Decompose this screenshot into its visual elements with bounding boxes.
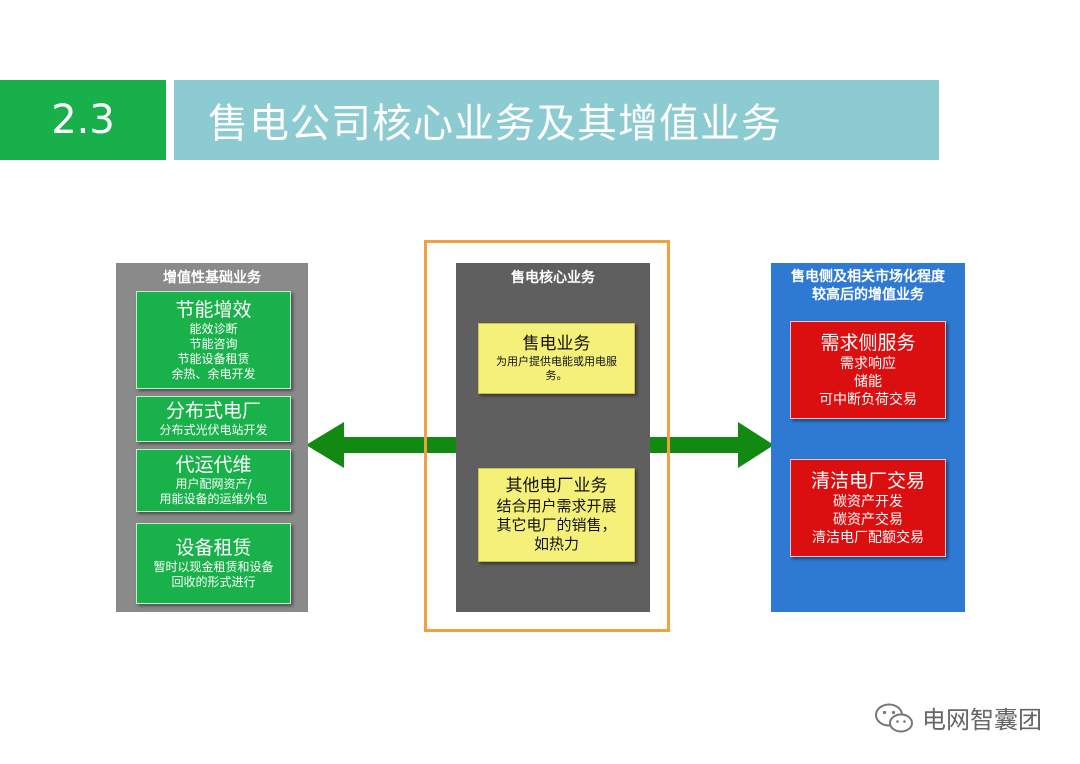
panel-title-line: 售电侧及相关市场化程度 (791, 269, 945, 285)
box-title: 售电业务 (522, 334, 591, 354)
box-title: 节能增效 (175, 298, 252, 321)
core-highlight-frame (424, 240, 670, 632)
panel-title-line: 较高后的增值业务 (812, 287, 924, 303)
box-line: 碳资产开发 (833, 493, 903, 510)
box-line: 暂时以现金租赁和设备 (153, 560, 274, 574)
box-line: 回收的形式进行 (171, 575, 256, 589)
om-outsourcing-box: 代运代维 用户配网资产/ 用能设备的运维外包 (136, 449, 291, 512)
box-line: 用户配网资产/ (175, 477, 252, 491)
right-arrow (640, 422, 774, 468)
watermark: 电网智囊团 (874, 700, 1042, 735)
panel-title: 售电侧及相关市场化程度 较高后的增值业务 (771, 268, 965, 304)
box-line: 需求响应 (840, 355, 896, 372)
watermark-text: 电网智囊团 (922, 706, 1042, 734)
distributed-plant-box: 分布式电厂 分布式光伏电站开发 (136, 396, 291, 442)
wechat-icon (875, 703, 913, 732)
box-line: 清洁电厂配额交易 (812, 529, 924, 546)
panel-title: 增值性基础业务 (163, 270, 261, 286)
box-title: 代运代维 (175, 454, 252, 476)
demand-side-service-box: 需求侧服务 需求响应 储能 可中断负荷交易 (790, 321, 946, 419)
value-added-basic-panel: 增值性基础业务 节能增效 能效诊断 节能咨询 节能设备租赁 余热、余电开发 分布… (116, 263, 308, 612)
core-business-panel: 售电核心业务 售电业务 为用户提供电能或用电服 务。 其他电厂业务 结合用户需求… (456, 263, 650, 612)
box-line: 碳资产交易 (833, 511, 903, 528)
box-line: 储能 (854, 373, 882, 390)
box-line: 如热力 (533, 535, 579, 553)
box-line: 为用户提供电能或用电服 (496, 355, 617, 368)
box-title: 分布式电厂 (165, 400, 261, 422)
box-title: 设备租赁 (175, 537, 252, 559)
slide-title: 售电公司核心业务及其增值业务 (174, 80, 939, 160)
box-line: 可中断负荷交易 (819, 391, 917, 408)
electricity-sales-box: 售电业务 为用户提供电能或用电服 务。 (478, 323, 635, 394)
box-line: 余热、余电开发 (171, 366, 256, 381)
box-line: 用能设备的运维外包 (159, 492, 268, 506)
box-line: 分布式光伏电站开发 (159, 423, 268, 437)
box-title: 其他电厂业务 (505, 476, 608, 496)
clean-plant-trading-box: 清洁电厂交易 碳资产开发 碳资产交易 清洁电厂配额交易 (790, 459, 946, 557)
box-title: 需求侧服务 (820, 331, 916, 354)
market-value-added-panel: 售电侧及相关市场化程度 较高后的增值业务 需求侧服务 需求响应 储能 可中断负荷… (771, 263, 965, 612)
box-line: 能效诊断 (189, 321, 238, 336)
box-line: 节能咨询 (189, 336, 238, 351)
section-number: 2.3 (0, 80, 166, 160)
box-title: 清洁电厂交易 (810, 469, 925, 492)
left-arrow (306, 422, 466, 468)
equipment-leasing-box: 设备租赁 暂时以现金租赁和设备 回收的形式进行 (136, 523, 291, 604)
box-line: 其它电厂的销售， (496, 516, 617, 534)
box-line: 结合用户需求开展 (496, 497, 617, 515)
panel-title: 售电核心业务 (511, 270, 595, 286)
box-line: 节能设备租赁 (177, 351, 250, 366)
other-plant-business-box: 其他电厂业务 结合用户需求开展 其它电厂的销售， 如热力 (478, 468, 635, 562)
box-line: 务。 (545, 369, 568, 382)
energy-efficiency-box: 节能增效 能效诊断 节能咨询 节能设备租赁 余热、余电开发 (136, 291, 291, 389)
